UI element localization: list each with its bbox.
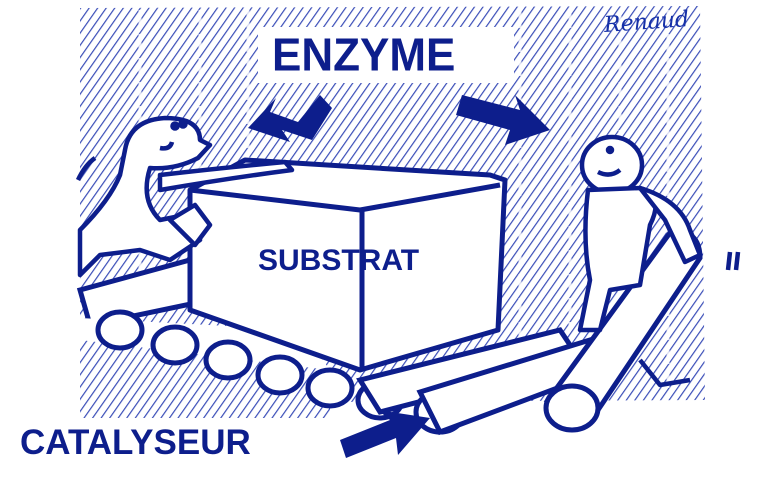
arrow-right-icon (456, 95, 550, 145)
arrow-catalyst-icon (340, 410, 430, 458)
arrow-left-icon (248, 95, 332, 142)
substrate-label: SUBSTRAT (258, 244, 420, 277)
left-figure (75, 115, 295, 278)
enzyme-label: ENZYME (272, 29, 456, 82)
right-figure (577, 134, 741, 388)
enzyme-label-box (258, 27, 514, 83)
catalyst-label: CATALYSEUR (20, 423, 251, 462)
